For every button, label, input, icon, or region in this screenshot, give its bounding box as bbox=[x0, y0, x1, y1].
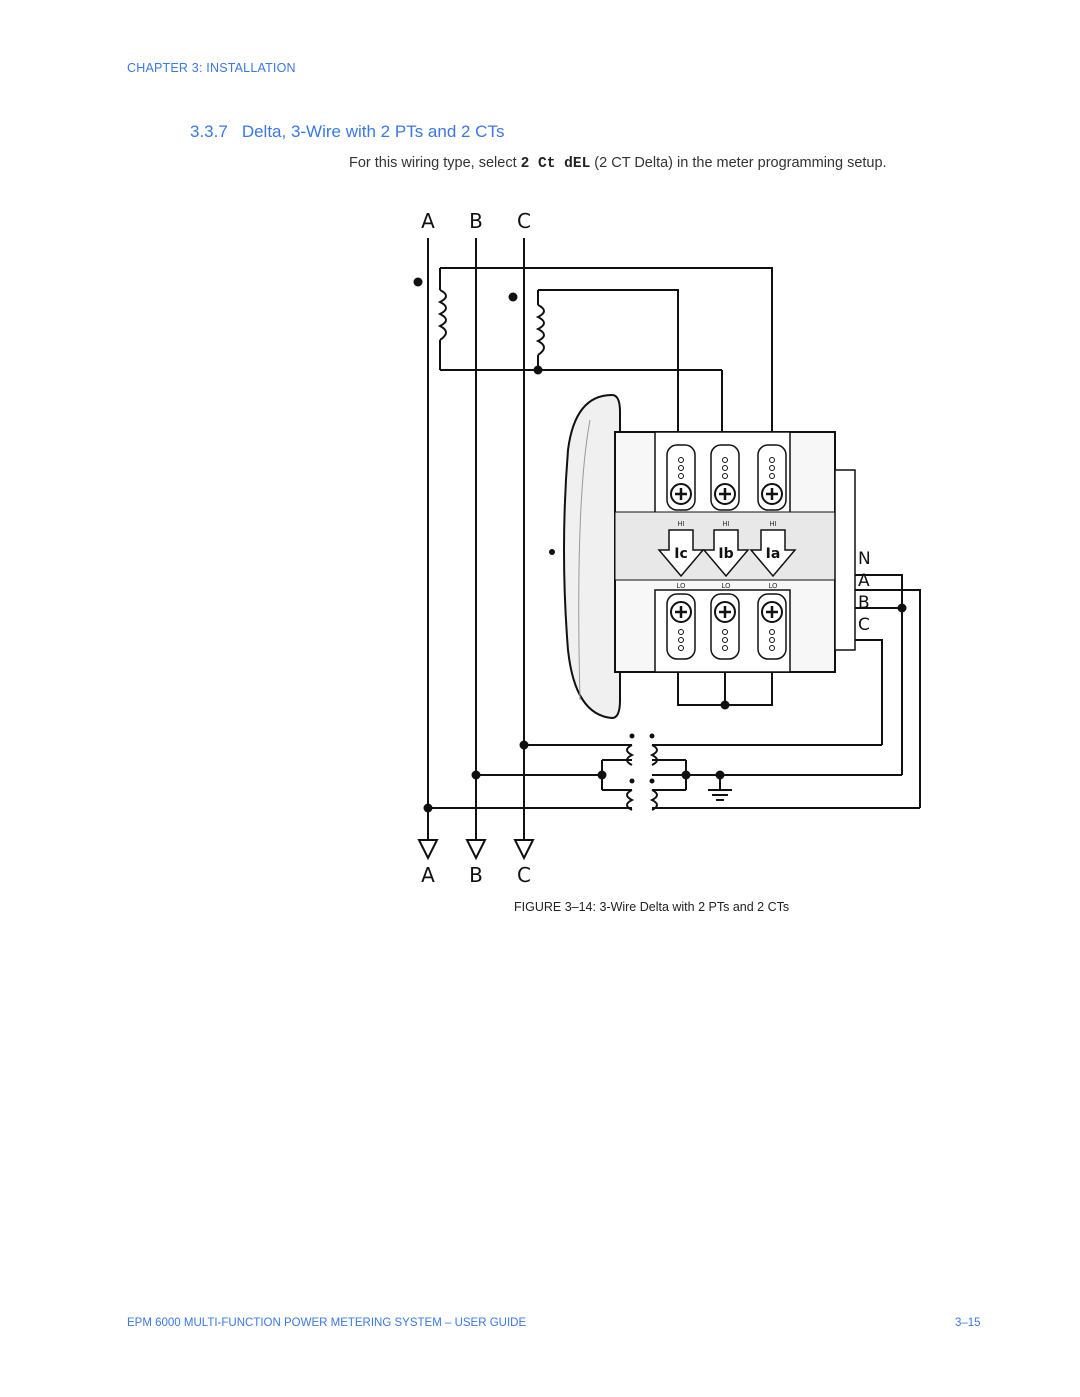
lo-label-1: LO bbox=[676, 582, 686, 590]
intro-paragraph: For this wiring type, select 2 Ct dEL (2… bbox=[349, 155, 887, 172]
footer-title: EPM 6000 MULTI-FUNCTION POWER METERING S… bbox=[127, 1317, 527, 1329]
wiring-code: 2 Ct dEL bbox=[520, 156, 591, 172]
lo-label-3: LO bbox=[768, 582, 778, 590]
section-title: Delta, 3-Wire with 2 PTs and 2 CTs bbox=[241, 122, 505, 141]
terminal-label-b: B bbox=[858, 593, 870, 613]
junction-dots bbox=[413, 277, 907, 813]
bottom-terminal-screws bbox=[666, 593, 787, 660]
terminal-label-n: N bbox=[858, 549, 871, 569]
bottom-label-a: A bbox=[421, 863, 435, 887]
hi-label-1: HI bbox=[677, 520, 684, 528]
top-label-a: A bbox=[421, 209, 435, 233]
ct-coil-c bbox=[535, 304, 545, 356]
top-terminal-screws bbox=[666, 444, 787, 511]
figure-caption: FIGURE 3–14: 3-Wire Delta with 2 PTs and… bbox=[514, 900, 790, 914]
terminal-label-c: C bbox=[858, 615, 870, 635]
ct-coil-a bbox=[437, 289, 447, 341]
bottom-label-c: C bbox=[517, 863, 531, 887]
current-input-arrows bbox=[657, 529, 797, 578]
top-label-b: B bbox=[469, 209, 483, 233]
chapter-header: CHAPTER 3: INSTALLATION bbox=[127, 61, 296, 75]
meter-body bbox=[549, 393, 856, 720]
intro-text-before: For this wiring type, select bbox=[349, 155, 521, 171]
hi-label-3: HI bbox=[769, 520, 776, 528]
pt-coils bbox=[626, 744, 658, 811]
page-number: 3–15 bbox=[955, 1317, 981, 1329]
section-number: 3.3.7 bbox=[190, 122, 228, 141]
current-label-ia: Ia bbox=[766, 546, 781, 562]
terminal-label-a: A bbox=[858, 571, 870, 591]
current-label-ib: Ib bbox=[718, 546, 733, 562]
hi-label-2: HI bbox=[722, 520, 729, 528]
top-label-c: C bbox=[517, 209, 531, 233]
current-label-ic: Ic bbox=[674, 546, 688, 562]
section-heading: 3.3.7 Delta, 3-Wire with 2 PTs and 2 CTs bbox=[190, 122, 504, 142]
phase-arrows bbox=[417, 839, 535, 861]
bottom-label-b: B bbox=[469, 863, 483, 887]
wiring-diagram: A B C A B C N A B C Ic Ib Ia HI HI HI LO… bbox=[413, 209, 921, 887]
intro-text-after: (2 CT Delta) in the meter programming se… bbox=[590, 155, 887, 171]
lo-label-2: LO bbox=[721, 582, 731, 590]
